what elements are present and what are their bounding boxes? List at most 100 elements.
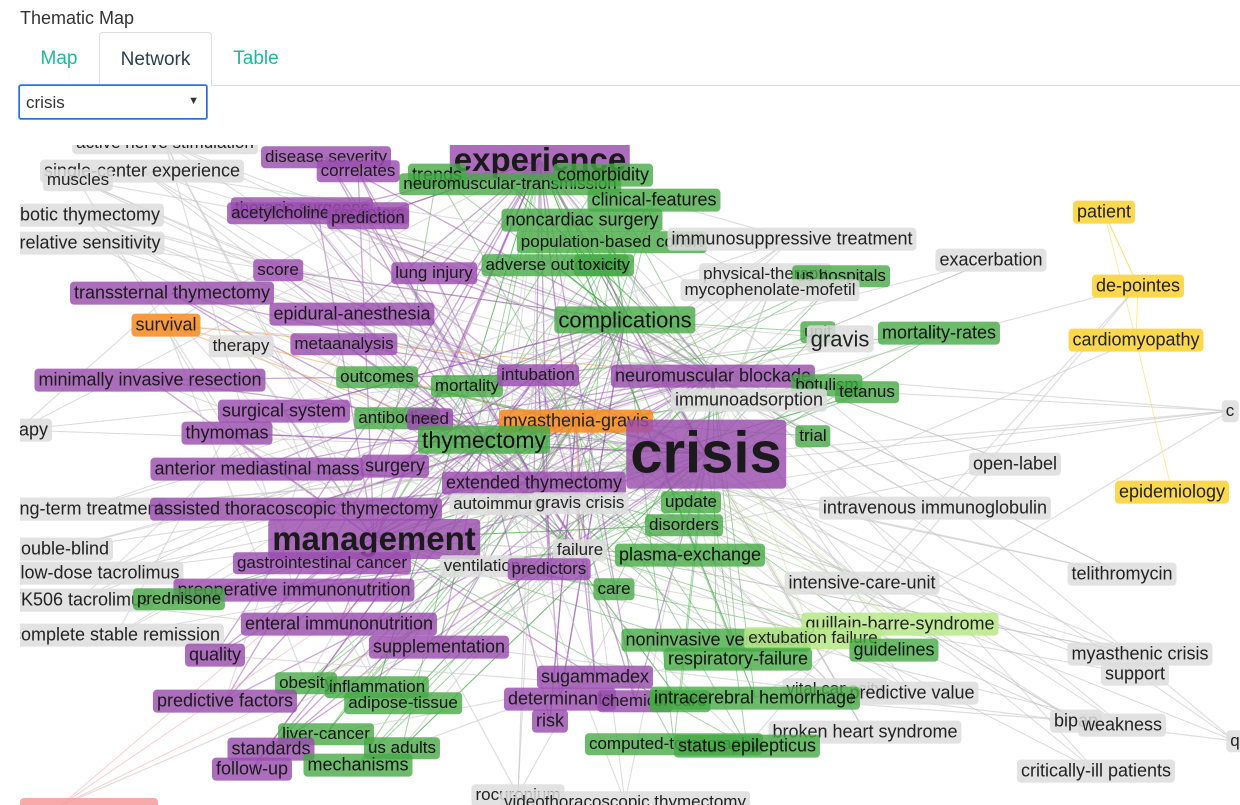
graph-node[interactable]: thymomas <box>181 421 273 445</box>
graph-node[interactable]: survival <box>131 313 201 337</box>
graph-node[interactable]: relative sensitivity <box>20 231 165 255</box>
graph-node[interactable]: epidemiology <box>1114 480 1230 504</box>
graph-node[interactable]: gravis crisis <box>531 492 629 514</box>
graph-node[interactable]: obesity <box>275 672 337 694</box>
graph-node[interactable]: gravis <box>806 325 874 353</box>
graph-node[interactable]: complications <box>554 306 696 334</box>
graph-node[interactable]: long-term treatment <box>20 497 167 521</box>
graph-node[interactable]: follow-up <box>211 757 293 781</box>
graph-node[interactable]: respiratory-failure <box>663 647 813 671</box>
graph-node[interactable]: quality <box>184 643 246 667</box>
graph-node[interactable]: metaanalysis <box>290 333 398 355</box>
graph-node[interactable]: surgery <box>360 454 430 478</box>
graph-node[interactable]: FK506 tacrolimus <box>20 588 155 612</box>
graph-node[interactable]: us adults <box>363 737 441 759</box>
graph-node[interactable] <box>20 798 158 805</box>
graph-node[interactable]: need <box>407 408 453 430</box>
graph-node[interactable]: population-based cohort <box>516 231 708 253</box>
graph-node[interactable]: c <box>1221 400 1239 422</box>
graph-node[interactable]: anterior mediastinal mass <box>150 457 364 481</box>
graph-node[interactable]: surgical system <box>217 399 351 423</box>
graph-node[interactable]: status epilepticus <box>673 734 821 758</box>
graph-node[interactable]: clinical-features <box>587 188 721 212</box>
graph-node[interactable]: epidural-anesthesia <box>269 302 435 326</box>
graph-node[interactable]: failure <box>552 539 608 561</box>
graph-node[interactable]: correlates <box>316 160 400 182</box>
graph-node[interactable]: risk <box>532 709 568 733</box>
graph-node[interactable]: autoimmune <box>449 493 551 515</box>
graph-node[interactable]: adipose-tissue <box>344 692 462 714</box>
graph-node[interactable]: predictive factors <box>152 689 298 713</box>
graph-node[interactable]: complete stable remission <box>20 623 225 647</box>
graph-node[interactable]: minimally invasive resection <box>34 368 266 392</box>
graph-node[interactable]: intubation <box>497 364 579 386</box>
graph-node[interactable]: videothoracoscopic thymectomy <box>500 791 750 805</box>
graph-node[interactable]: low-dose tacrolimus <box>20 561 184 585</box>
graph-node[interactable]: predictive value <box>845 681 979 705</box>
graph-node[interactable]: thymectomy <box>418 425 550 455</box>
graph-node[interactable]: exacerbation <box>935 248 1047 272</box>
graph-node[interactable]: critically-ill patients <box>1016 759 1176 783</box>
graph-node[interactable]: mechanisms <box>303 753 413 777</box>
graph-node[interactable]: mortality-rates <box>877 321 1001 345</box>
graph-node[interactable]: muscles <box>42 169 114 191</box>
graph-node[interactable]: extubation failure <box>744 627 882 649</box>
graph-node[interactable]: mortality <box>430 375 504 397</box>
graph-node[interactable]: weakness <box>1077 713 1167 737</box>
graph-node[interactable]: supplementation <box>368 635 510 659</box>
graph-node[interactable]: immunosuppressive treatment <box>667 227 917 251</box>
graph-node[interactable]: open-label <box>968 452 1062 476</box>
graph-node[interactable]: enteral immunonutrition <box>240 612 438 636</box>
graph-node[interactable]: myasthenic crisis <box>1067 642 1213 666</box>
graph-node[interactable]: active nerve stimulation <box>72 145 258 154</box>
network-graph[interactable]: active nerve stimulationsingle-center ex… <box>20 145 1240 805</box>
graph-node[interactable]: score <box>253 259 303 281</box>
graph-node[interactable]: intracerebral hemorrhage <box>649 686 861 710</box>
graph-node[interactable]: transsternal thymectomy <box>69 281 275 305</box>
graph-node[interactable]: de-pointes <box>1091 274 1185 298</box>
graph-node[interactable]: therapy <box>208 335 274 357</box>
graph-node[interactable]: predictors <box>507 558 591 580</box>
graph-node[interactable]: outcomes <box>336 366 418 388</box>
graph-node[interactable]: intravenous immunoglobulin <box>818 496 1052 520</box>
graph-node[interactable]: tetanus <box>835 381 899 403</box>
graph-node[interactable]: toxicity <box>574 254 634 276</box>
graph-node[interactable]: disorders <box>645 514 723 536</box>
graph-node[interactable]: neuromuscular blockade <box>610 364 816 388</box>
graph-node[interactable]: trial <box>795 425 831 447</box>
graph-node[interactable]: lung injury <box>391 262 477 284</box>
graph-node[interactable]: noncardiac surgery <box>501 208 663 232</box>
graph-node[interactable]: q <box>1226 730 1240 752</box>
graph-node[interactable]: support <box>1100 662 1170 686</box>
graph-node[interactable]: intensive-care-unit <box>784 571 940 595</box>
graph-node[interactable]: gastrointestinal cancer <box>232 552 412 574</box>
graph-node[interactable]: cardiomyopathy <box>1068 328 1204 352</box>
graph-node[interactable]: prediction <box>327 207 409 229</box>
graph-node[interactable]: guidelines <box>849 638 939 662</box>
graph-node[interactable]: therapy <box>20 418 53 442</box>
graph-node[interactable]: preoperative immunonutrition <box>173 578 415 602</box>
graph-node[interactable]: experience <box>449 145 631 180</box>
graph-node[interactable]: determinants <box>503 687 617 711</box>
graph-node[interactable]: assisted thoracoscopic thymectomy <box>149 497 443 521</box>
graph-node[interactable]: telithromycin <box>1067 562 1177 586</box>
graph-node[interactable]: immunoadsorption <box>670 388 828 412</box>
graph-node[interactable]: update <box>661 491 721 513</box>
term-select[interactable]: crisis ▼ <box>19 85 207 119</box>
graph-node[interactable]: plasma-exchange <box>614 543 766 567</box>
graph-node[interactable]: mycophenolate-mofetil <box>680 279 860 301</box>
graph-node[interactable]: prednisone <box>132 588 226 610</box>
graph-node[interactable]: double-blind <box>20 537 114 561</box>
tab-map[interactable]: Map <box>40 48 78 69</box>
graph-node[interactable]: sugammadex <box>536 665 654 689</box>
graph-node[interactable]: standards <box>227 737 315 761</box>
graph-node[interactable]: care <box>593 578 635 600</box>
graph-node[interactable]: extended thymectomy <box>441 471 627 495</box>
tab-network[interactable]: Network <box>99 32 212 87</box>
graph-node[interactable]: robotic thymectomy <box>20 203 165 227</box>
graph-node[interactable]: crisis <box>626 419 786 489</box>
graph-node[interactable]: comorbidity <box>552 163 654 187</box>
tab-table[interactable]: Table <box>233 48 279 69</box>
graph-node[interactable]: ventilation <box>439 555 525 577</box>
graph-node[interactable]: patient <box>1072 200 1136 224</box>
